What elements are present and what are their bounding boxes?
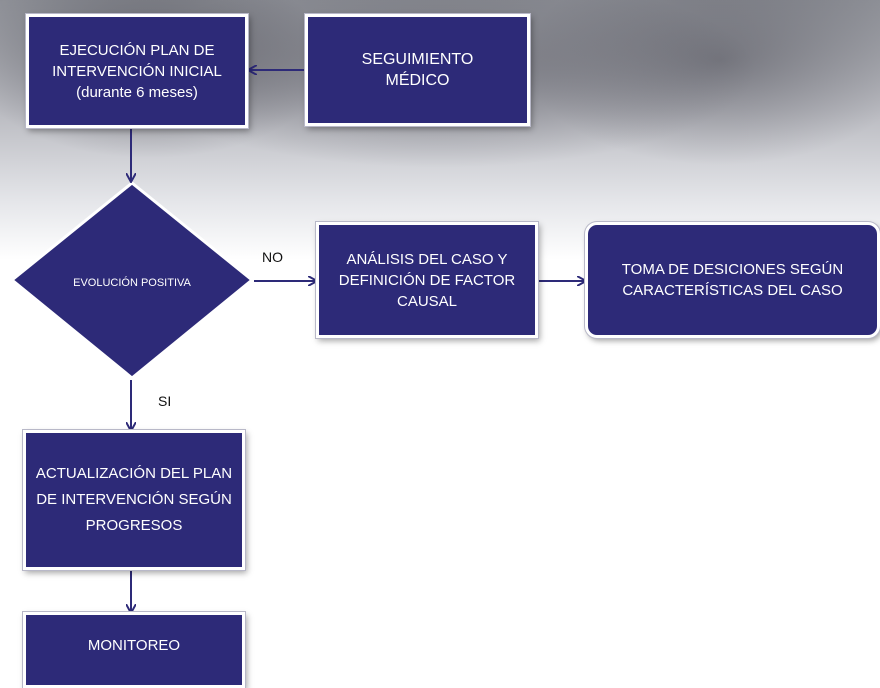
- node-seguimiento-medico: SEGUIMIENTO MÉDICO: [305, 14, 530, 126]
- node-toma-decisiones-label: TOMA DE DESICIONES SEGÚN CARACTERÍSTICAS…: [621, 261, 844, 299]
- edge-label-no: NO: [262, 249, 283, 265]
- node-monitoreo-label: MONITOREO: [87, 636, 181, 654]
- node-ejecucion-plan-label: EJECUCIÓN PLAN DE INTERVENCIÓN INICIAL (…: [52, 41, 222, 101]
- node-evolucion-positiva-label: EVOLUCIÓN POSITIVA: [73, 276, 191, 289]
- node-actualizacion-plan-label: ACTUALIZACIÓN DEL PLAN DE INTERVENCIÓN S…: [35, 465, 233, 534]
- node-seguimiento-medico-label: SEGUIMIENTO MÉDICO: [361, 51, 474, 89]
- edge-label-si: SI: [158, 393, 172, 409]
- node-ejecucion-plan: EJECUCIÓN PLAN DE INTERVENCIÓN INICIAL (…: [26, 14, 248, 128]
- node-actualizacion-plan: ACTUALIZACIÓN DEL PLAN DE INTERVENCIÓN S…: [23, 430, 245, 570]
- node-analisis-caso-label: ANÁLISIS DEL CASO Y DEFINICIÓN DE FACTOR…: [338, 250, 516, 310]
- node-monitoreo: MONITOREO: [23, 612, 245, 688]
- decision-diamond: [9, 181, 255, 380]
- node-analisis-caso: ANÁLISIS DEL CASO Y DEFINICIÓN DE FACTOR…: [316, 222, 538, 338]
- node-toma-decisiones: TOMA DE DESICIONES SEGÚN CARACTERÍSTICAS…: [585, 222, 880, 338]
